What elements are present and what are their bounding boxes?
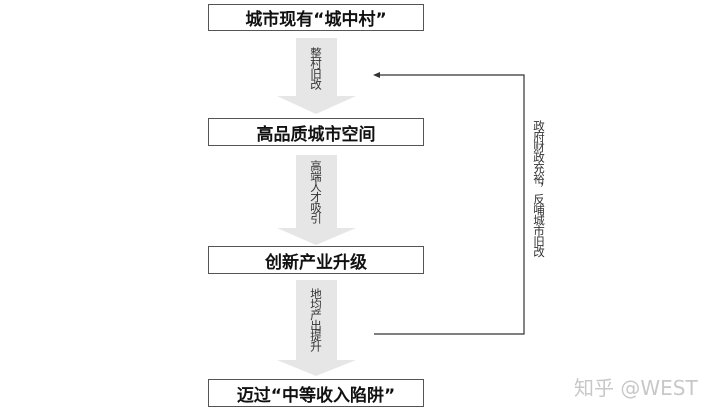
box-industry-upgrade: 创新产业升级 bbox=[208, 246, 424, 274]
box-urban-villages: 城市现有“城中村” bbox=[208, 4, 424, 31]
box-label: 高品质城市空间 bbox=[256, 124, 376, 145]
arrow-3-label: 地均产出提升 bbox=[309, 288, 323, 351]
arrow-2 bbox=[277, 155, 356, 245]
box-middle-income-trap: 迈过“中等收入陷阱” bbox=[208, 379, 424, 407]
arrow-3 bbox=[277, 280, 356, 376]
feedback-line bbox=[374, 74, 525, 335]
feedback-arrowhead bbox=[373, 72, 380, 78]
arrow-1 bbox=[277, 38, 356, 114]
arrow-1-label: 整村旧改 bbox=[309, 47, 323, 89]
box-label: 城市现有“城中村” bbox=[245, 10, 387, 30]
box-label: 迈过“中等收入陷阱” bbox=[236, 385, 396, 406]
feedback-label: 政府财政充裕，反哺城市旧改 bbox=[532, 120, 546, 257]
arrow-2-label: 高端人才吸引 bbox=[309, 160, 323, 223]
box-label: 创新产业升级 bbox=[265, 252, 367, 273]
box-quality-urban-space: 高品质城市空间 bbox=[208, 118, 424, 146]
watermark: 知乎 @WEST bbox=[574, 376, 698, 400]
